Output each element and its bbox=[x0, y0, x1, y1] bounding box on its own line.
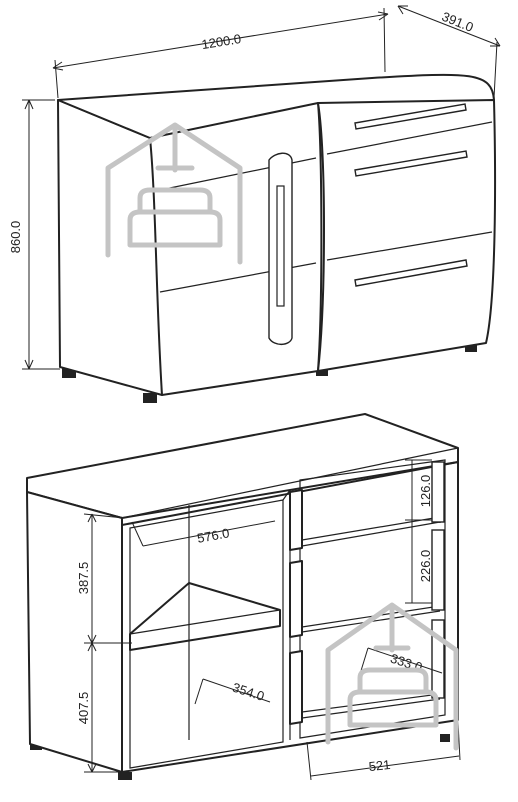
drawer-handle bbox=[354, 150, 468, 177]
depth-dimension bbox=[397, 5, 501, 99]
side-panel bbox=[26, 491, 123, 773]
drawer-front-block bbox=[317, 99, 497, 372]
drawer-handle bbox=[354, 103, 467, 130]
foot bbox=[316, 368, 328, 376]
drawer-1-height-label: 126.0 bbox=[418, 475, 433, 508]
top-surface bbox=[26, 413, 459, 526]
foot bbox=[118, 772, 132, 780]
width-label: 1200.0 bbox=[200, 31, 242, 52]
foot bbox=[62, 368, 76, 378]
drawer-handle bbox=[354, 259, 468, 287]
vertical-shelf-dimensions bbox=[83, 513, 132, 773]
upper-shelf-height-label: 387.5 bbox=[76, 562, 91, 595]
drawer-side bbox=[431, 461, 445, 523]
shelf-depth-label: 576.0 bbox=[196, 525, 231, 545]
shelf-depth-dimension bbox=[131, 520, 276, 547]
shelf bbox=[129, 582, 281, 651]
drawer-width-label: 521 bbox=[368, 757, 391, 774]
drawer bbox=[289, 560, 303, 638]
height-dimension bbox=[22, 99, 60, 370]
foot bbox=[143, 393, 157, 403]
sideboard-closed-view: 1200.0 391.0 860.0 bbox=[8, 5, 501, 403]
house-sofa-icon bbox=[325, 602, 459, 751]
drawer-height-dimensions bbox=[405, 459, 432, 604]
height-label: 860.0 bbox=[8, 221, 23, 254]
shelf-width-dimension bbox=[194, 678, 271, 705]
sideboard-open-view: 576.0 354.0 387.5 407.5 126.0 226.0 333.… bbox=[26, 413, 461, 781]
drawer bbox=[289, 650, 303, 725]
foot bbox=[465, 344, 477, 352]
drawer bbox=[289, 489, 303, 551]
width-dimension bbox=[52, 7, 389, 99]
lower-shelf-height-label: 407.5 bbox=[76, 692, 91, 725]
drawer-side bbox=[431, 529, 445, 611]
drawer-2-height-label: 226.0 bbox=[418, 550, 433, 583]
foot bbox=[440, 734, 450, 742]
door-handle bbox=[268, 152, 293, 346]
shelf-width-label: 354.0 bbox=[231, 680, 267, 704]
house-sofa-icon bbox=[105, 122, 243, 265]
depth-label: 391.0 bbox=[440, 9, 476, 35]
